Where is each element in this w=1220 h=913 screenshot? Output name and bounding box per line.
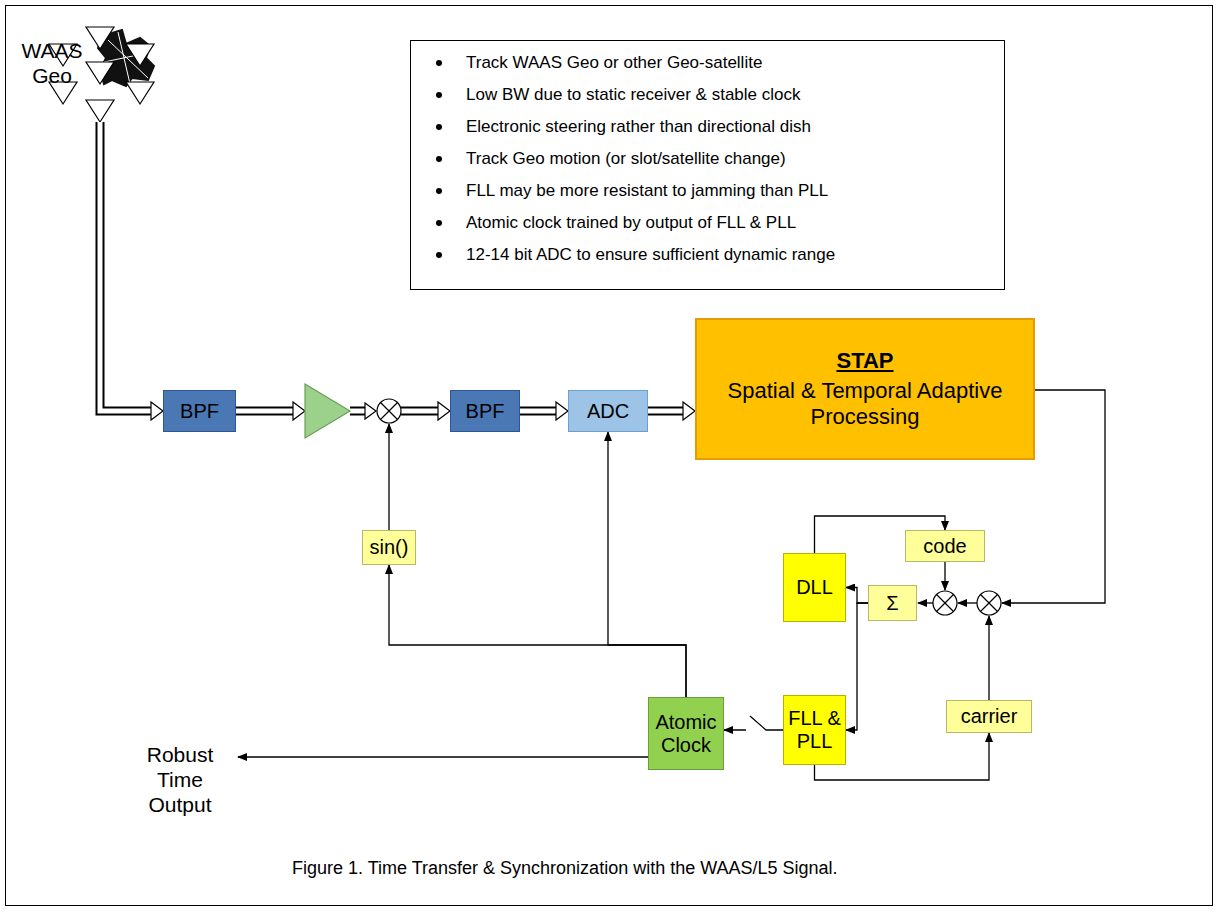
connector [648, 402, 695, 420]
mixer-symbol [977, 591, 1001, 615]
box-text: BPF [466, 400, 505, 423]
box-text: sin() [370, 536, 409, 559]
converter-box: ADC [568, 390, 648, 432]
box-text: Track WAAS Geo or other Geo-satellite [466, 53, 762, 73]
box-text: carrier [961, 705, 1018, 728]
box-text: Electronic steering rather than directio… [466, 117, 811, 137]
annotation-label: Robust Time Output [128, 742, 232, 818]
function-box: sin() [362, 530, 416, 565]
loop-box: FLL & PLL [783, 695, 846, 765]
annotation-label: WAAS Geo [12, 38, 92, 88]
connector [520, 402, 568, 420]
figure-caption: Figure 1. Time Transfer & Synchronizatio… [292, 858, 838, 879]
box-text: Atomic clock trained by output of FLL & … [466, 213, 796, 233]
mixer-symbol [933, 591, 957, 615]
box-text: STAP [836, 348, 893, 374]
note-box: Track WAAS Geo or other Geo-satelliteLow… [410, 40, 1005, 290]
filter-box: BPF [163, 390, 236, 432]
connector [724, 716, 783, 730]
signal-bus [100, 122, 450, 420]
box-text: Σ [886, 592, 898, 615]
box-text: DLL [796, 576, 833, 599]
connector [389, 565, 686, 697]
box-text: ADC [587, 400, 629, 423]
box-text: 12-14 bit ADC to ensure sufficient dynam… [466, 245, 835, 265]
box-text: code [923, 535, 966, 558]
amplifier-symbol [305, 384, 350, 438]
box-text: Low BW due to static receiver & stable c… [466, 85, 800, 105]
filter-box: BPF [450, 390, 520, 432]
processor-box: STAP Spatial & Temporal Adaptive Processi… [695, 318, 1035, 460]
box-text: BPF [180, 400, 219, 423]
connector [846, 603, 868, 730]
code-box: code [905, 530, 985, 562]
box-text: Spatial & Temporal Adaptive Processing [711, 378, 1019, 430]
clock-box: Atomic Clock [648, 697, 724, 770]
sum-box: Σ [868, 585, 917, 621]
mixer-symbol [377, 399, 401, 423]
connector [608, 432, 686, 697]
carrier-box: carrier [946, 700, 1032, 733]
box-text: FLL may be more resistant to jamming tha… [466, 181, 828, 201]
box-text: Atomic Clock [653, 711, 719, 757]
box-text: FLL & PLL [788, 707, 841, 753]
loop-box: DLL [783, 553, 846, 622]
connector [846, 588, 868, 604]
box-text: Track Geo motion (or slot/satellite chan… [466, 149, 786, 169]
